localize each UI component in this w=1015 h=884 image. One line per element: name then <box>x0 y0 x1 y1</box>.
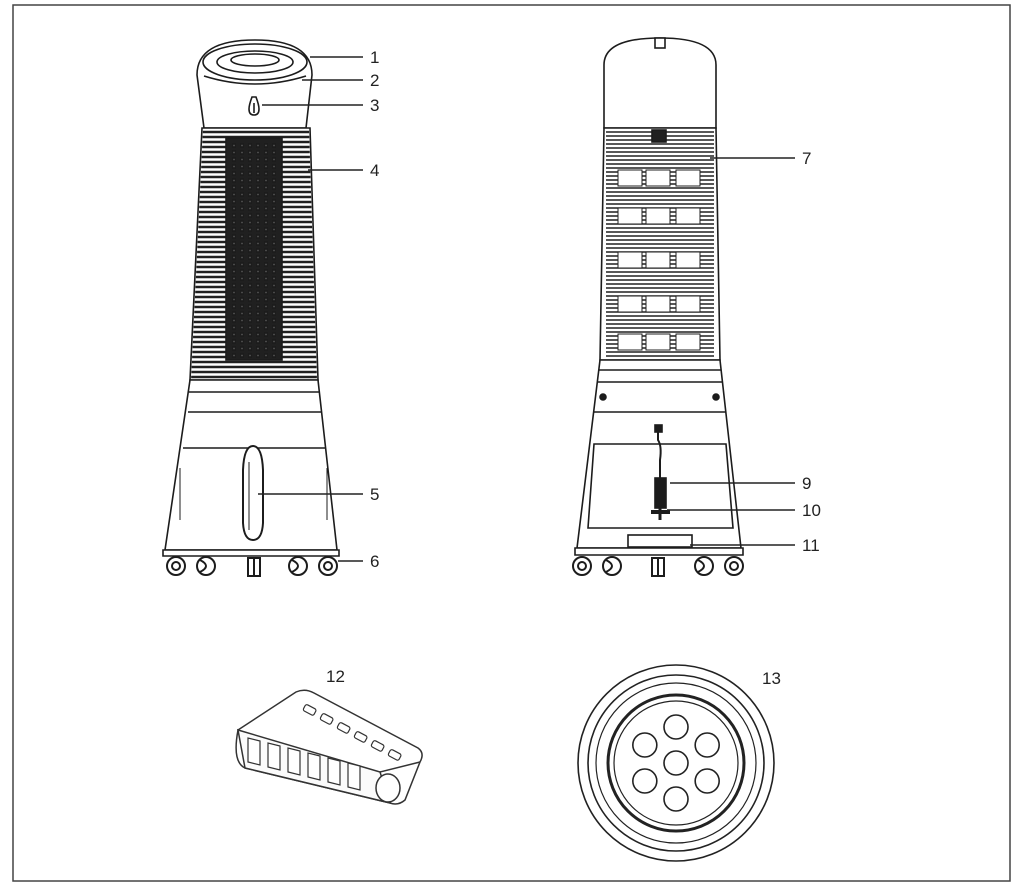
callout-7: 7 <box>802 149 811 168</box>
callout-12: 12 <box>326 667 345 686</box>
plug-holder <box>654 477 667 509</box>
water-level-window <box>242 444 264 542</box>
callout-10: 10 <box>802 501 821 520</box>
power-cord <box>657 428 662 478</box>
ice-pack-part <box>235 689 423 805</box>
drain-cover <box>627 534 693 548</box>
callout-1: 1 <box>370 48 379 67</box>
rear-view-unit <box>572 37 744 577</box>
rear-filter-grille <box>606 129 714 357</box>
diagram-frame <box>12 4 1011 882</box>
filter-disc-holes <box>632 714 720 812</box>
water-fill-ring <box>202 43 308 81</box>
callout-9: 9 <box>802 474 811 493</box>
callout-6: 6 <box>370 552 379 571</box>
front-casters <box>166 556 338 577</box>
filter-disc-part <box>577 664 775 862</box>
callout-3: 3 <box>370 96 379 115</box>
callout-13: 13 <box>762 669 781 688</box>
rear-casters <box>572 556 744 577</box>
callout-5: 5 <box>370 485 379 504</box>
front-view-unit <box>162 39 340 577</box>
callout-4: 4 <box>370 161 379 180</box>
callout-11: 11 <box>802 536 820 555</box>
ice-pack-ridges <box>247 704 402 791</box>
callout-2: 2 <box>370 71 379 90</box>
front-air-grille <box>191 130 317 379</box>
